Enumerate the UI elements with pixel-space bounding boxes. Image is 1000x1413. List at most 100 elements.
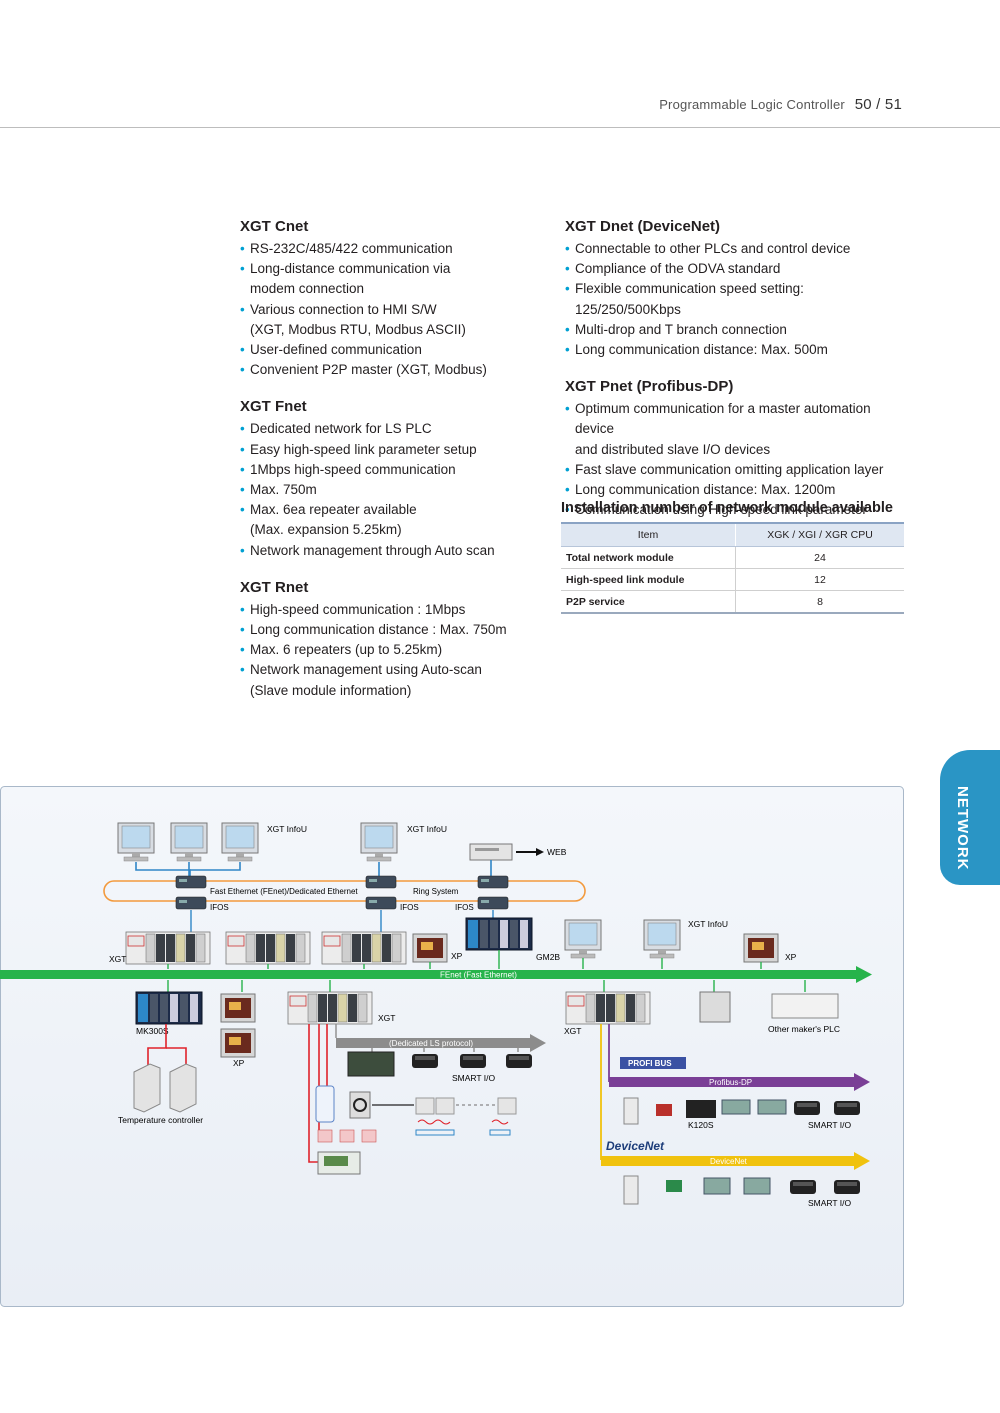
sensor-node-icon	[415, 1097, 435, 1115]
devicenet-bus	[601, 1156, 855, 1166]
label-ring-right: Ring System	[413, 887, 459, 896]
gm2b-rack	[465, 917, 533, 951]
bullet: Fast slave communication omitting applic…	[565, 460, 910, 480]
k120s-icon	[686, 1100, 716, 1118]
bullet: Max. 6ea repeater available(Max. expansi…	[240, 500, 540, 540]
section-title: XGT Fnet	[240, 398, 307, 416]
bullet: Various connection to HMI S/W(XGT, Modbu…	[240, 300, 540, 340]
fieldbus-drops	[600, 1024, 610, 1160]
rs-links-left	[147, 1024, 187, 1068]
web-arrow-head	[536, 848, 544, 856]
bullet: User-defined communication	[240, 340, 540, 360]
section-pnet: XGT Pnet (Profibus-DP) Optimum communica…	[565, 378, 910, 520]
bullet: Connectable to other PLCs and control de…	[565, 239, 910, 259]
table-header-row: Item XGK / XGI / XGR CPU	[561, 522, 904, 547]
bullet: 1Mbps high-speed communication	[240, 460, 540, 480]
mk300s-rack	[135, 991, 203, 1025]
label-xgt: XGT	[564, 1026, 581, 1036]
plc-rack	[565, 991, 651, 1025]
io-rack	[347, 1051, 395, 1077]
ifos-links	[190, 910, 494, 932]
valve-icon	[666, 1180, 682, 1192]
side-tab-label: NETWORK	[954, 786, 971, 871]
bullet: Communication using High-speed link para…	[565, 500, 910, 520]
table-row: Total network module 24	[561, 546, 904, 569]
xp-panel	[743, 933, 779, 963]
section-title: XGT Cnet	[240, 218, 309, 235]
label-smartio: SMART I/O	[808, 1198, 852, 1208]
bullet: Optimum communication for a master autom…	[565, 399, 910, 460]
bullet: Convenient P2P master (XGT, Modbus)	[240, 360, 540, 380]
label-xp: XP	[451, 951, 463, 961]
section-dnet: XGT Dnet (DeviceNet) Connectable to othe…	[565, 218, 910, 360]
table-header: Item	[561, 522, 736, 547]
section-rnet: XGT Rnet High-speed communication : 1Mbp…	[240, 579, 540, 701]
dedicated-bus	[336, 1038, 532, 1048]
section-cnet: XGT Cnet RS-232C/485/422 communication L…	[240, 218, 540, 381]
bullet: Dedicated network for LS PLC	[240, 419, 540, 439]
profibus-arrow-head	[854, 1073, 870, 1091]
bullet: Long communication distance: Max. 500m	[565, 340, 910, 360]
table-row: P2P service 8	[561, 590, 904, 614]
bullet: RS-232C/485/422 communication	[240, 239, 540, 259]
plc-rack	[125, 931, 211, 965]
receiver-icon	[415, 1129, 511, 1136]
ring-system	[103, 880, 586, 902]
ethernet-links	[135, 860, 492, 876]
network-diagram: XGT InfoU XGT InfoU WEB Fast Ethernet (F…	[0, 786, 904, 1307]
label-profibus: Profibus-DP	[709, 1078, 752, 1087]
smart-io-icon	[506, 1054, 532, 1068]
temperature-controller-icon	[133, 1063, 197, 1113]
module-table: Item XGK / XGI / XGR CPU Total network m…	[561, 522, 904, 614]
sensor-node-icon	[497, 1097, 517, 1115]
bullet: Compliance of the ODVA standard	[565, 259, 910, 279]
label-xp: XP	[233, 1058, 245, 1068]
switch-icon	[477, 896, 509, 910]
device-icon	[315, 1085, 335, 1123]
label-xgt: XGT	[109, 954, 126, 964]
section-fnet: XGT Fnet Dedicated network for LS PLC Ea…	[240, 398, 540, 561]
table-header: XGK / XGI / XGR CPU	[735, 522, 904, 547]
fenet-arrow-head	[856, 966, 872, 983]
label-dedicated: (Dedicated LS protocol)	[389, 1039, 473, 1048]
inverter-icon	[623, 1097, 639, 1125]
inverter-icon	[623, 1175, 639, 1205]
bullet: Long communication distance: Max. 1200m	[565, 480, 910, 500]
label-ring-left: Fast Ethernet (FEnet)/Dedicated Ethernet	[210, 887, 358, 896]
page-header: Programmable Logic Controller 50 / 51	[659, 96, 902, 113]
page-numbers: 50 / 51	[854, 96, 902, 113]
right-column: XGT Dnet (DeviceNet) Connectable to othe…	[565, 218, 910, 538]
other-plc-icon	[771, 993, 839, 1019]
bullet: Max. 750m	[240, 480, 540, 500]
label-fenet: FEnet (Fast Ethernet)	[440, 971, 517, 980]
table-cell: 8	[735, 590, 904, 614]
other-device-icon	[699, 991, 731, 1023]
antenna-waves	[417, 1119, 509, 1125]
table-cell: 12	[735, 568, 904, 591]
label-web: WEB	[547, 847, 567, 857]
fenet-drops	[167, 950, 806, 992]
table-row: High-speed link module 12	[561, 568, 904, 591]
sensor-icon	[349, 1091, 371, 1119]
label-temperature: Temperature controller	[118, 1115, 203, 1125]
smart-io-icon	[834, 1101, 860, 1115]
label-smartio: SMART I/O	[452, 1073, 496, 1083]
bullet: Network management using Auto-scan(Slave…	[240, 660, 540, 700]
bullet: Multi-drop and T branch connection	[565, 320, 910, 340]
network-side-tab: NETWORK	[940, 750, 1000, 885]
svg-text:PROFI BUS: PROFI BUS	[628, 1059, 672, 1068]
plc-rack	[225, 931, 311, 965]
bullet: Network management through Auto scan	[240, 541, 540, 561]
bullet: Easy high-speed link parameter setup	[240, 440, 540, 460]
profibus-bus	[609, 1077, 855, 1087]
section-title: XGT Dnet (DeviceNet)	[565, 218, 721, 235]
switch-icon	[365, 875, 397, 889]
controller-unit-icon	[317, 1151, 361, 1175]
label-xp: XP	[785, 952, 797, 962]
label-ifos: IFOS	[400, 903, 419, 912]
section-title: XGT Pnet (Profibus-DP)	[565, 378, 734, 396]
smart-io-icon	[460, 1054, 486, 1068]
smart-io-icon	[790, 1180, 816, 1194]
dedicated-drops	[335, 1024, 519, 1052]
